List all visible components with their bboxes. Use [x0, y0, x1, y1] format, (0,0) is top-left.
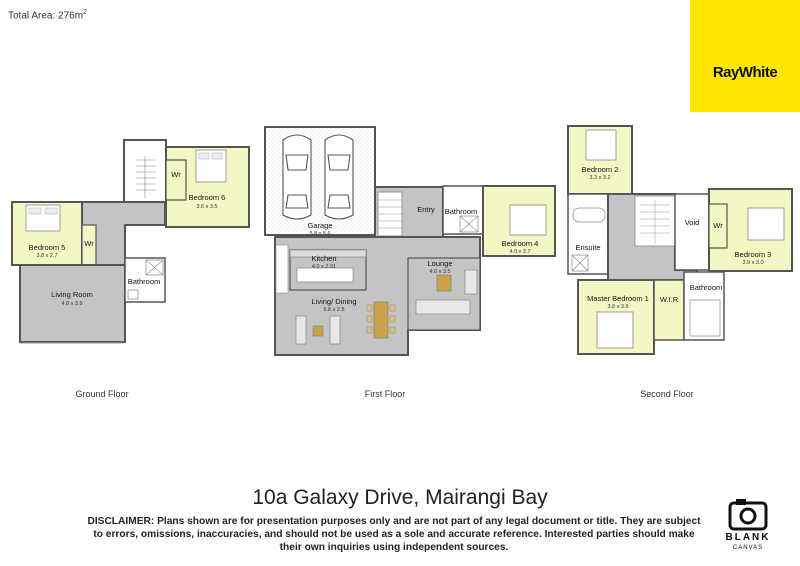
wir-label: W.I.R	[660, 295, 679, 304]
bedroom-2-name: Bedroom 2	[582, 165, 619, 174]
bedroom-5-name: Bedroom 5	[29, 243, 66, 252]
master-bedroom-dims: 3.8 x 3.6	[607, 304, 628, 310]
property-address: 10a Galaxy Drive, Mairangi Bay	[252, 486, 548, 509]
wr-label: Wr	[84, 239, 94, 248]
lounge-name: Lounge	[427, 259, 452, 268]
ensuite-label: Ensuite	[575, 243, 600, 252]
first-bathroom	[442, 185, 484, 235]
floor-plan: Bedroom 6 3.6 x 3.5 Wr Bedroom 5 3.8 x 2…	[11, 125, 793, 356]
garage-name: Garage	[307, 221, 332, 230]
bathroom-label: Bathroom	[128, 277, 161, 286]
blank-canvas-subtitle: CANVAS	[732, 545, 764, 551]
void-label: Void	[685, 218, 700, 227]
ground-floor-plan: Bedroom 6 3.6 x 3.5 Wr Bedroom 5 3.8 x 2…	[11, 139, 250, 344]
wir	[653, 279, 685, 341]
first-floor-plan: Garage 5.8 x 5.6 Entry Bathroom Bedroom …	[264, 126, 556, 356]
second-floor-label: Second Floor	[640, 389, 694, 399]
wr-label: Wr	[713, 221, 723, 230]
second-bathroom	[683, 271, 725, 341]
ground-bathroom	[124, 257, 166, 303]
ground-living-room	[19, 264, 126, 343]
living-room-name: Living Room	[51, 290, 93, 299]
master-bedroom-name: Master Bedroom 1	[587, 294, 649, 303]
total-area: Total Area: 276m2	[8, 9, 87, 22]
kitchen-dims: 4.0 x 2.91	[312, 264, 336, 270]
living-dining-dims: 6.8 x 2.5	[323, 307, 344, 313]
living-dining-name: Living/ Dining	[311, 297, 356, 306]
kitchen-name: Kitchen	[311, 254, 336, 263]
wr-label: Wr	[171, 170, 181, 179]
bedroom-2-dims: 3.3 x 3.2	[589, 175, 610, 181]
bedroom-3-name: Bedroom 3	[735, 250, 772, 259]
bathroom-label: Bathroom	[690, 283, 723, 292]
bedroom-6-dims: 3.6 x 3.5	[196, 204, 217, 210]
lounge-dims: 4.0 x 3.5	[429, 269, 450, 275]
blank-canvas-name: BLANK	[725, 532, 771, 543]
ground-floor-label: Ground Floor	[75, 389, 129, 399]
raywhite-logo: RayWhite	[690, 0, 800, 112]
camera-icon	[728, 499, 768, 531]
bedroom-5-dims: 3.8 x 2.7	[36, 253, 57, 259]
raywhite-logo-text: RayWhite	[712, 64, 778, 81]
first-floor-label: First Floor	[364, 389, 406, 399]
living-room-dims: 4.8 x 3.9	[61, 301, 82, 307]
second-floor-plan: Bedroom 2 3.3 x 3.2 Void Wr Bedroom 3 3.…	[567, 125, 793, 355]
entry-label: Entry	[417, 205, 435, 214]
void	[674, 193, 710, 271]
bedroom-6-name: Bedroom 6	[189, 193, 226, 202]
bathroom-label: Bathroom	[445, 207, 478, 216]
bedroom-3-dims: 3.9 x 3.0	[742, 260, 763, 266]
bedroom-4-name: Bedroom 4	[502, 239, 539, 248]
bedroom-4-dims: 4.0 x 3.7	[509, 249, 530, 255]
garage-dims: 5.8 x 5.6	[309, 231, 330, 237]
blank-canvas-logo: BLANK CANVAS	[716, 497, 780, 557]
disclaimer-text: DISCLAIMER: Plans shown are for presenta…	[87, 516, 701, 553]
